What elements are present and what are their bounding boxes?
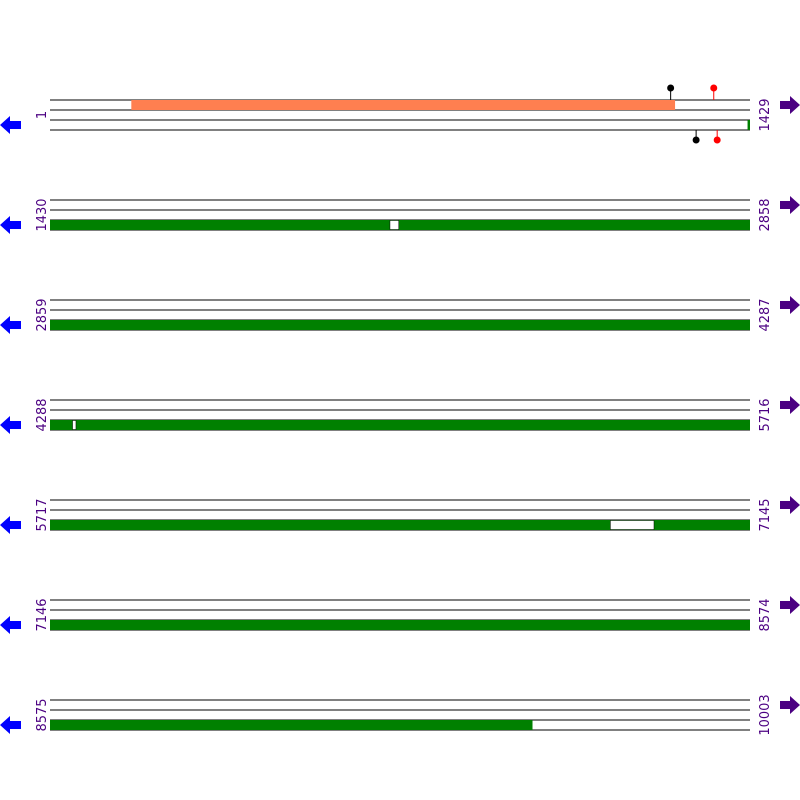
right-arrow-icon[interactable] bbox=[780, 596, 800, 614]
reverse-feature[interactable] bbox=[50, 420, 750, 430]
sequence-row: 1 1429 bbox=[0, 84, 800, 144]
reverse-feature-gap bbox=[610, 520, 655, 530]
start-position-label: 2859 bbox=[35, 298, 50, 331]
right-arrow-icon[interactable] bbox=[780, 96, 800, 114]
end-position-label: 1429 bbox=[758, 98, 773, 131]
right-arrow-icon[interactable] bbox=[780, 196, 800, 214]
end-position-label: 4287 bbox=[758, 298, 773, 331]
left-arrow-icon[interactable] bbox=[0, 216, 21, 234]
reverse-feature[interactable] bbox=[50, 620, 750, 630]
end-position-label: 2858 bbox=[758, 198, 773, 231]
right-arrow-icon[interactable] bbox=[780, 696, 800, 714]
start-position-label: 8575 bbox=[35, 698, 50, 731]
start-position-label: 4288 bbox=[35, 398, 50, 431]
left-arrow-icon[interactable] bbox=[0, 716, 21, 734]
sequence-row: 1430 2858 bbox=[0, 196, 800, 234]
end-position-label: 7145 bbox=[758, 498, 773, 531]
start-position-label: 5717 bbox=[35, 498, 50, 531]
reverse-feature[interactable] bbox=[50, 720, 533, 730]
left-arrow-icon[interactable] bbox=[0, 516, 21, 534]
end-position-label: 10003 bbox=[758, 694, 773, 735]
right-arrow-icon[interactable] bbox=[780, 396, 800, 414]
start-position-label: 1 bbox=[35, 111, 50, 119]
left-arrow-icon[interactable] bbox=[0, 116, 21, 134]
left-arrow-icon[interactable] bbox=[0, 616, 21, 634]
end-position-label: 5716 bbox=[758, 398, 773, 431]
reverse-feature-gap bbox=[389, 220, 400, 230]
forward-feature[interactable] bbox=[131, 100, 676, 110]
sequence-row: 5717 7145 bbox=[0, 496, 800, 534]
site-marker-dot[interactable] bbox=[667, 84, 675, 92]
start-position-label: 1430 bbox=[35, 198, 50, 231]
right-arrow-icon[interactable] bbox=[780, 296, 800, 314]
site-marker-dot[interactable] bbox=[710, 84, 718, 92]
site-marker-dot[interactable] bbox=[692, 136, 700, 144]
sequence-row: 7146 8574 bbox=[0, 596, 800, 634]
reverse-feature[interactable] bbox=[747, 120, 750, 130]
left-arrow-icon[interactable] bbox=[0, 416, 21, 434]
sequence-row: 4288 5716 bbox=[0, 396, 800, 434]
right-arrow-icon[interactable] bbox=[780, 496, 800, 514]
sequence-row: 2859 4287 bbox=[0, 296, 800, 334]
site-marker-dot[interactable] bbox=[713, 136, 721, 144]
reverse-feature[interactable] bbox=[50, 320, 750, 330]
left-arrow-icon[interactable] bbox=[0, 316, 21, 334]
reverse-feature[interactable] bbox=[50, 520, 750, 530]
start-position-label: 7146 bbox=[35, 598, 50, 631]
reverse-feature[interactable] bbox=[50, 220, 750, 230]
end-position-label: 8574 bbox=[758, 598, 773, 631]
sequence-row: 8575 10003 bbox=[0, 694, 800, 736]
reverse-feature-gap bbox=[72, 420, 77, 430]
